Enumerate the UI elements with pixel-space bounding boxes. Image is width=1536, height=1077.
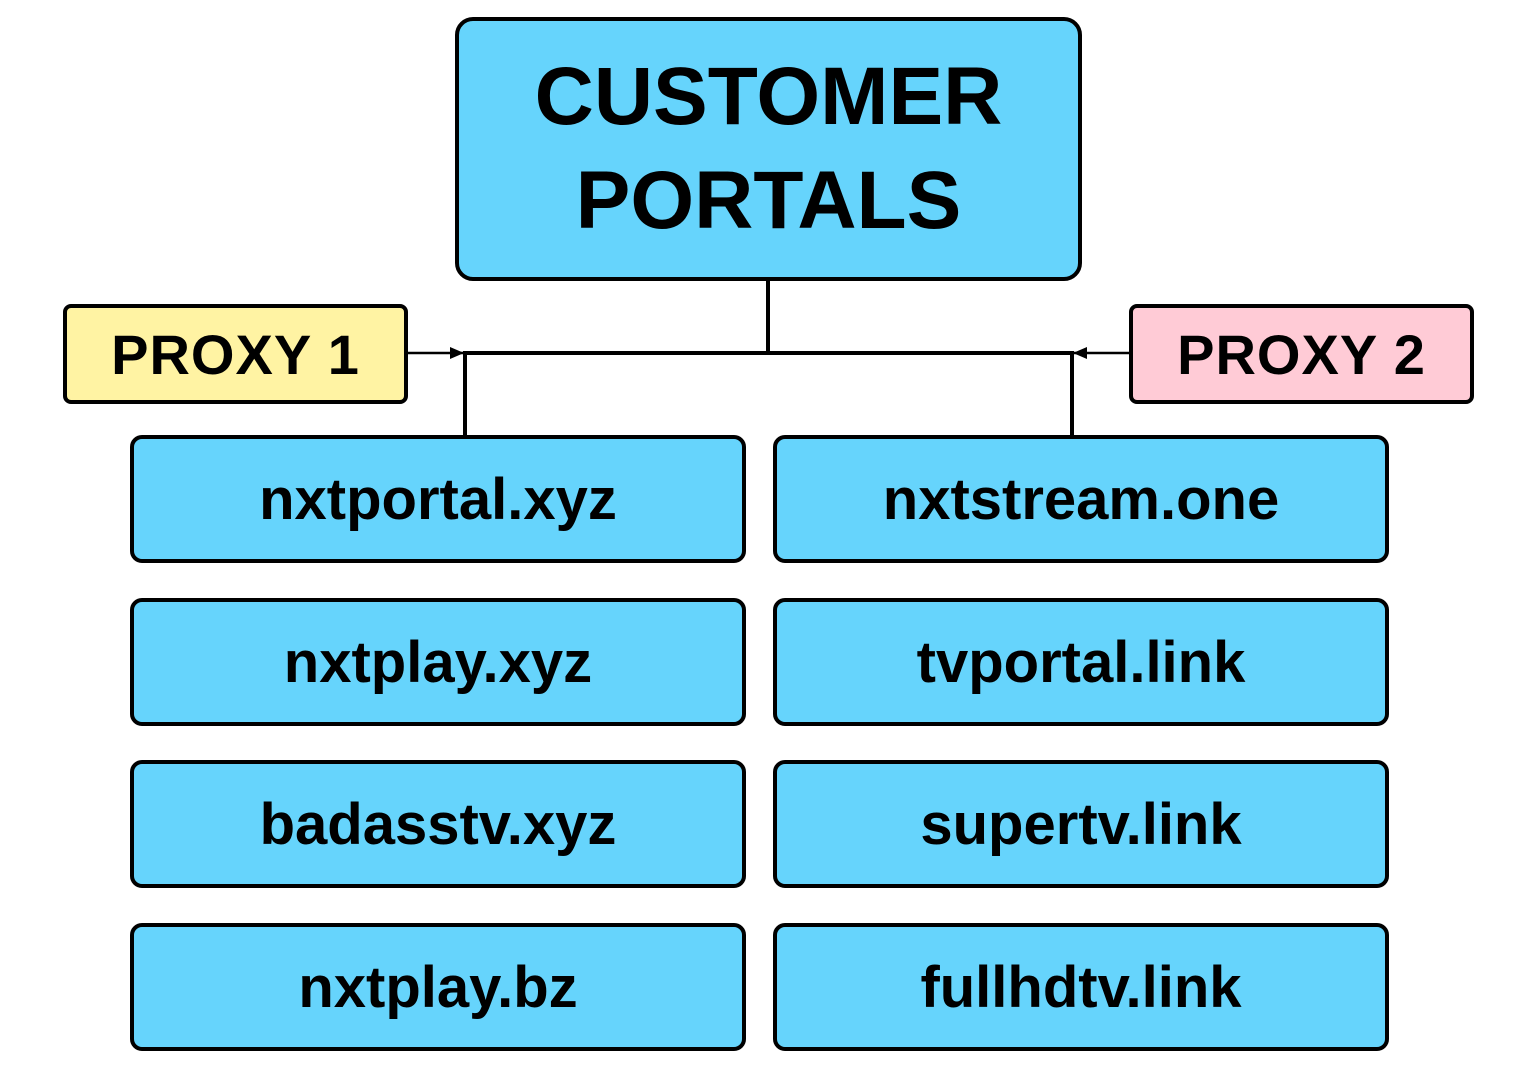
portal-nxtplay-bz: nxtplay.bz [130,923,746,1051]
portal-nxtstream-one: nxtstream.one [773,435,1389,563]
portal-tvportal-link: tvportal.link [773,598,1389,726]
portal-fullhdtv-link: fullhdtv.link [773,923,1389,1051]
portal-badasstv-xyz: badasstv.xyz [130,760,746,888]
portal-nxtportal-xyz: nxtportal.xyz [130,435,746,563]
customer-portals-box: CUSTOMER PORTALS [455,17,1082,281]
portal-supertv-link: supertv.link [773,760,1389,888]
proxy-1-box: PROXY 1 [63,304,408,404]
proxy-2-box: PROXY 2 [1129,304,1474,404]
portal-nxtplay-xyz: nxtplay.xyz [130,598,746,726]
